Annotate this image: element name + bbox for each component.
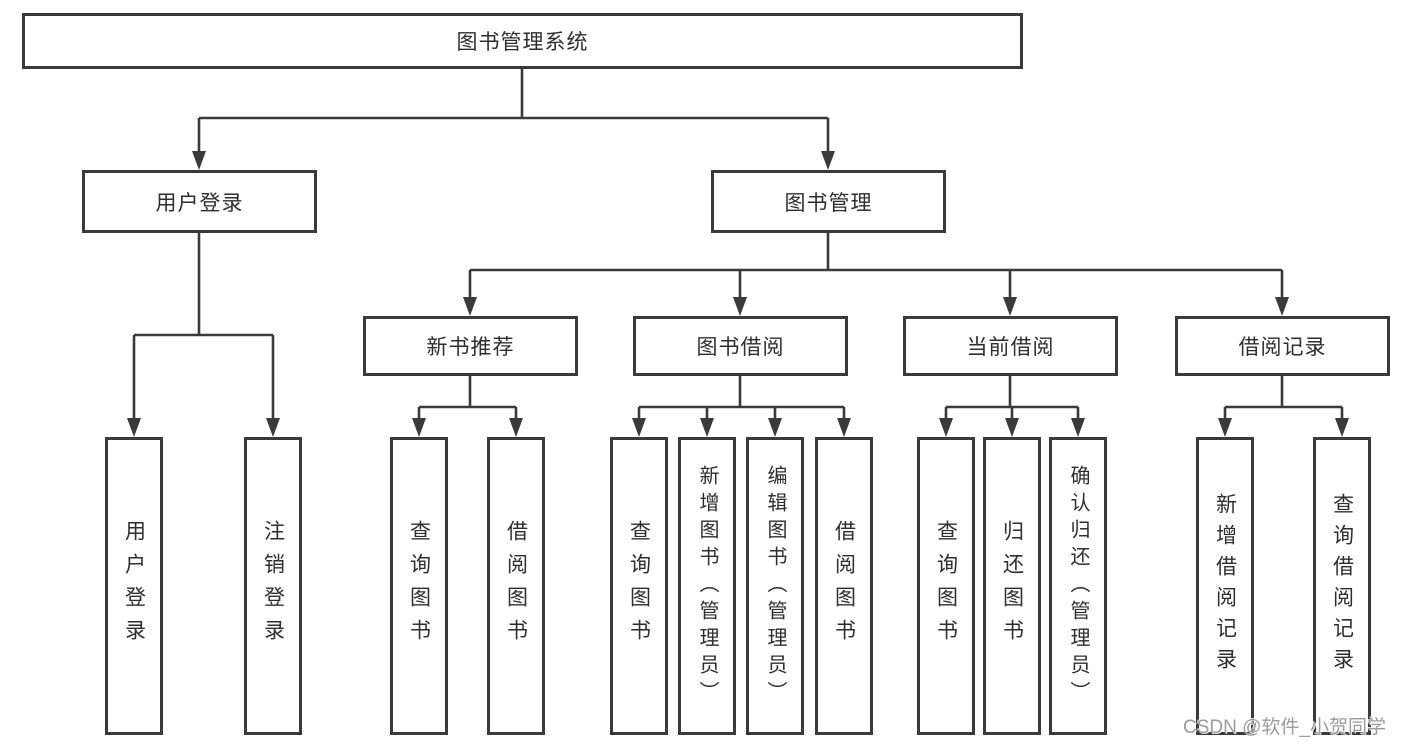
arrowhead <box>266 418 280 437</box>
leaf-return-books-label: 归还图书 <box>1000 520 1024 652</box>
connector-borrow-group <box>637 376 846 423</box>
arrowhead <box>1335 418 1349 437</box>
arrowhead <box>632 418 646 437</box>
arrowhead <box>1071 418 1085 437</box>
arrowhead <box>733 297 747 316</box>
leaf-add-books-admin-label: 新增图书（管理员） <box>696 464 718 708</box>
leaf-add-borrow-record: 新增借阅记录 <box>1196 437 1254 735</box>
leaf-add-books-admin: 新增图书（管理员） <box>678 437 736 735</box>
node-borrow-records: 借阅记录 <box>1175 316 1390 376</box>
leaf-edit-books-admin: 编辑图书（管理员） <box>746 437 804 735</box>
watermark: CSDN @软件_小贺同学 <box>1183 717 1386 738</box>
node-current-borrow-label: 当前借阅 <box>966 336 1055 359</box>
arrowhead <box>1003 297 1017 316</box>
leaf-logout-label: 注销登录 <box>261 520 285 652</box>
arrowhead <box>768 418 782 437</box>
node-borrow-records-label: 借阅记录 <box>1238 336 1327 359</box>
connector-recommend-group <box>417 376 518 423</box>
node-current-borrow: 当前借阅 <box>903 316 1118 376</box>
leaf-confirm-return-admin-label: 确认归还（管理员） <box>1067 464 1089 708</box>
leaf-logout: 注销登录 <box>244 437 302 735</box>
leaf-recommend-borrow-books-label: 借阅图书 <box>504 520 528 652</box>
leaf-borrow-query-books: 查询图书 <box>610 437 668 735</box>
leaf-edit-books-admin-label: 编辑图书（管理员） <box>764 464 786 708</box>
leaf-confirm-return-admin: 确认归还（管理员） <box>1049 437 1107 735</box>
node-new-book-recommend: 新书推荐 <box>363 316 578 376</box>
arrowhead <box>192 151 206 170</box>
leaf-add-borrow-record-label: 新增借阅记录 <box>1213 493 1237 679</box>
leaf-borrow-books: 借阅图书 <box>815 437 873 735</box>
connector-user-login-group <box>132 233 275 421</box>
connector-records-group <box>1223 376 1344 423</box>
leaf-recommend-query-books: 查询图书 <box>390 437 448 735</box>
arrowhead <box>1275 297 1289 316</box>
node-root: 图书管理系统 <box>22 13 1023 69</box>
arrowhead <box>837 418 851 437</box>
node-book-management-label: 图书管理 <box>784 191 873 215</box>
leaf-borrow-books-label: 借阅图书 <box>832 520 856 652</box>
connector-current-group <box>944 376 1080 423</box>
leaf-current-query-books: 查询图书 <box>917 437 975 735</box>
leaf-user-login: 用户登录 <box>105 437 163 735</box>
leaf-query-borrow-record: 查询借阅记录 <box>1313 437 1371 735</box>
leaf-borrow-query-books-label: 查询图书 <box>627 520 651 652</box>
node-new-book-recommend-label: 新书推荐 <box>426 336 515 359</box>
leaf-recommend-borrow-books: 借阅图书 <box>487 437 545 735</box>
node-book-management: 图书管理 <box>711 170 946 233</box>
leaf-query-borrow-record-label: 查询借阅记录 <box>1330 493 1354 679</box>
node-book-borrow: 图书借阅 <box>633 316 848 376</box>
node-user-login: 用户登录 <box>82 170 317 233</box>
connector-book-mgmt-bus <box>468 233 1284 301</box>
arrowhead <box>939 418 953 437</box>
arrowhead <box>127 418 141 437</box>
arrowheads <box>127 151 1349 437</box>
leaf-return-books: 归还图书 <box>983 437 1041 735</box>
connector-root-bus <box>197 69 830 155</box>
arrowhead <box>821 151 835 170</box>
arrowhead <box>1005 418 1019 437</box>
arrowhead <box>1218 418 1232 437</box>
arrowhead <box>700 418 714 437</box>
arrowhead <box>412 418 426 437</box>
leaf-recommend-query-books-label: 查询图书 <box>407 520 431 652</box>
node-book-borrow-label: 图书借阅 <box>696 336 785 359</box>
arrowhead <box>463 297 477 316</box>
leaf-user-login-label: 用户登录 <box>122 520 146 652</box>
node-user-login-label: 用户登录 <box>155 191 244 215</box>
node-root-label: 图书管理系统 <box>456 31 589 54</box>
leaf-current-query-books-label: 查询图书 <box>934 520 958 652</box>
arrowhead <box>509 418 523 437</box>
